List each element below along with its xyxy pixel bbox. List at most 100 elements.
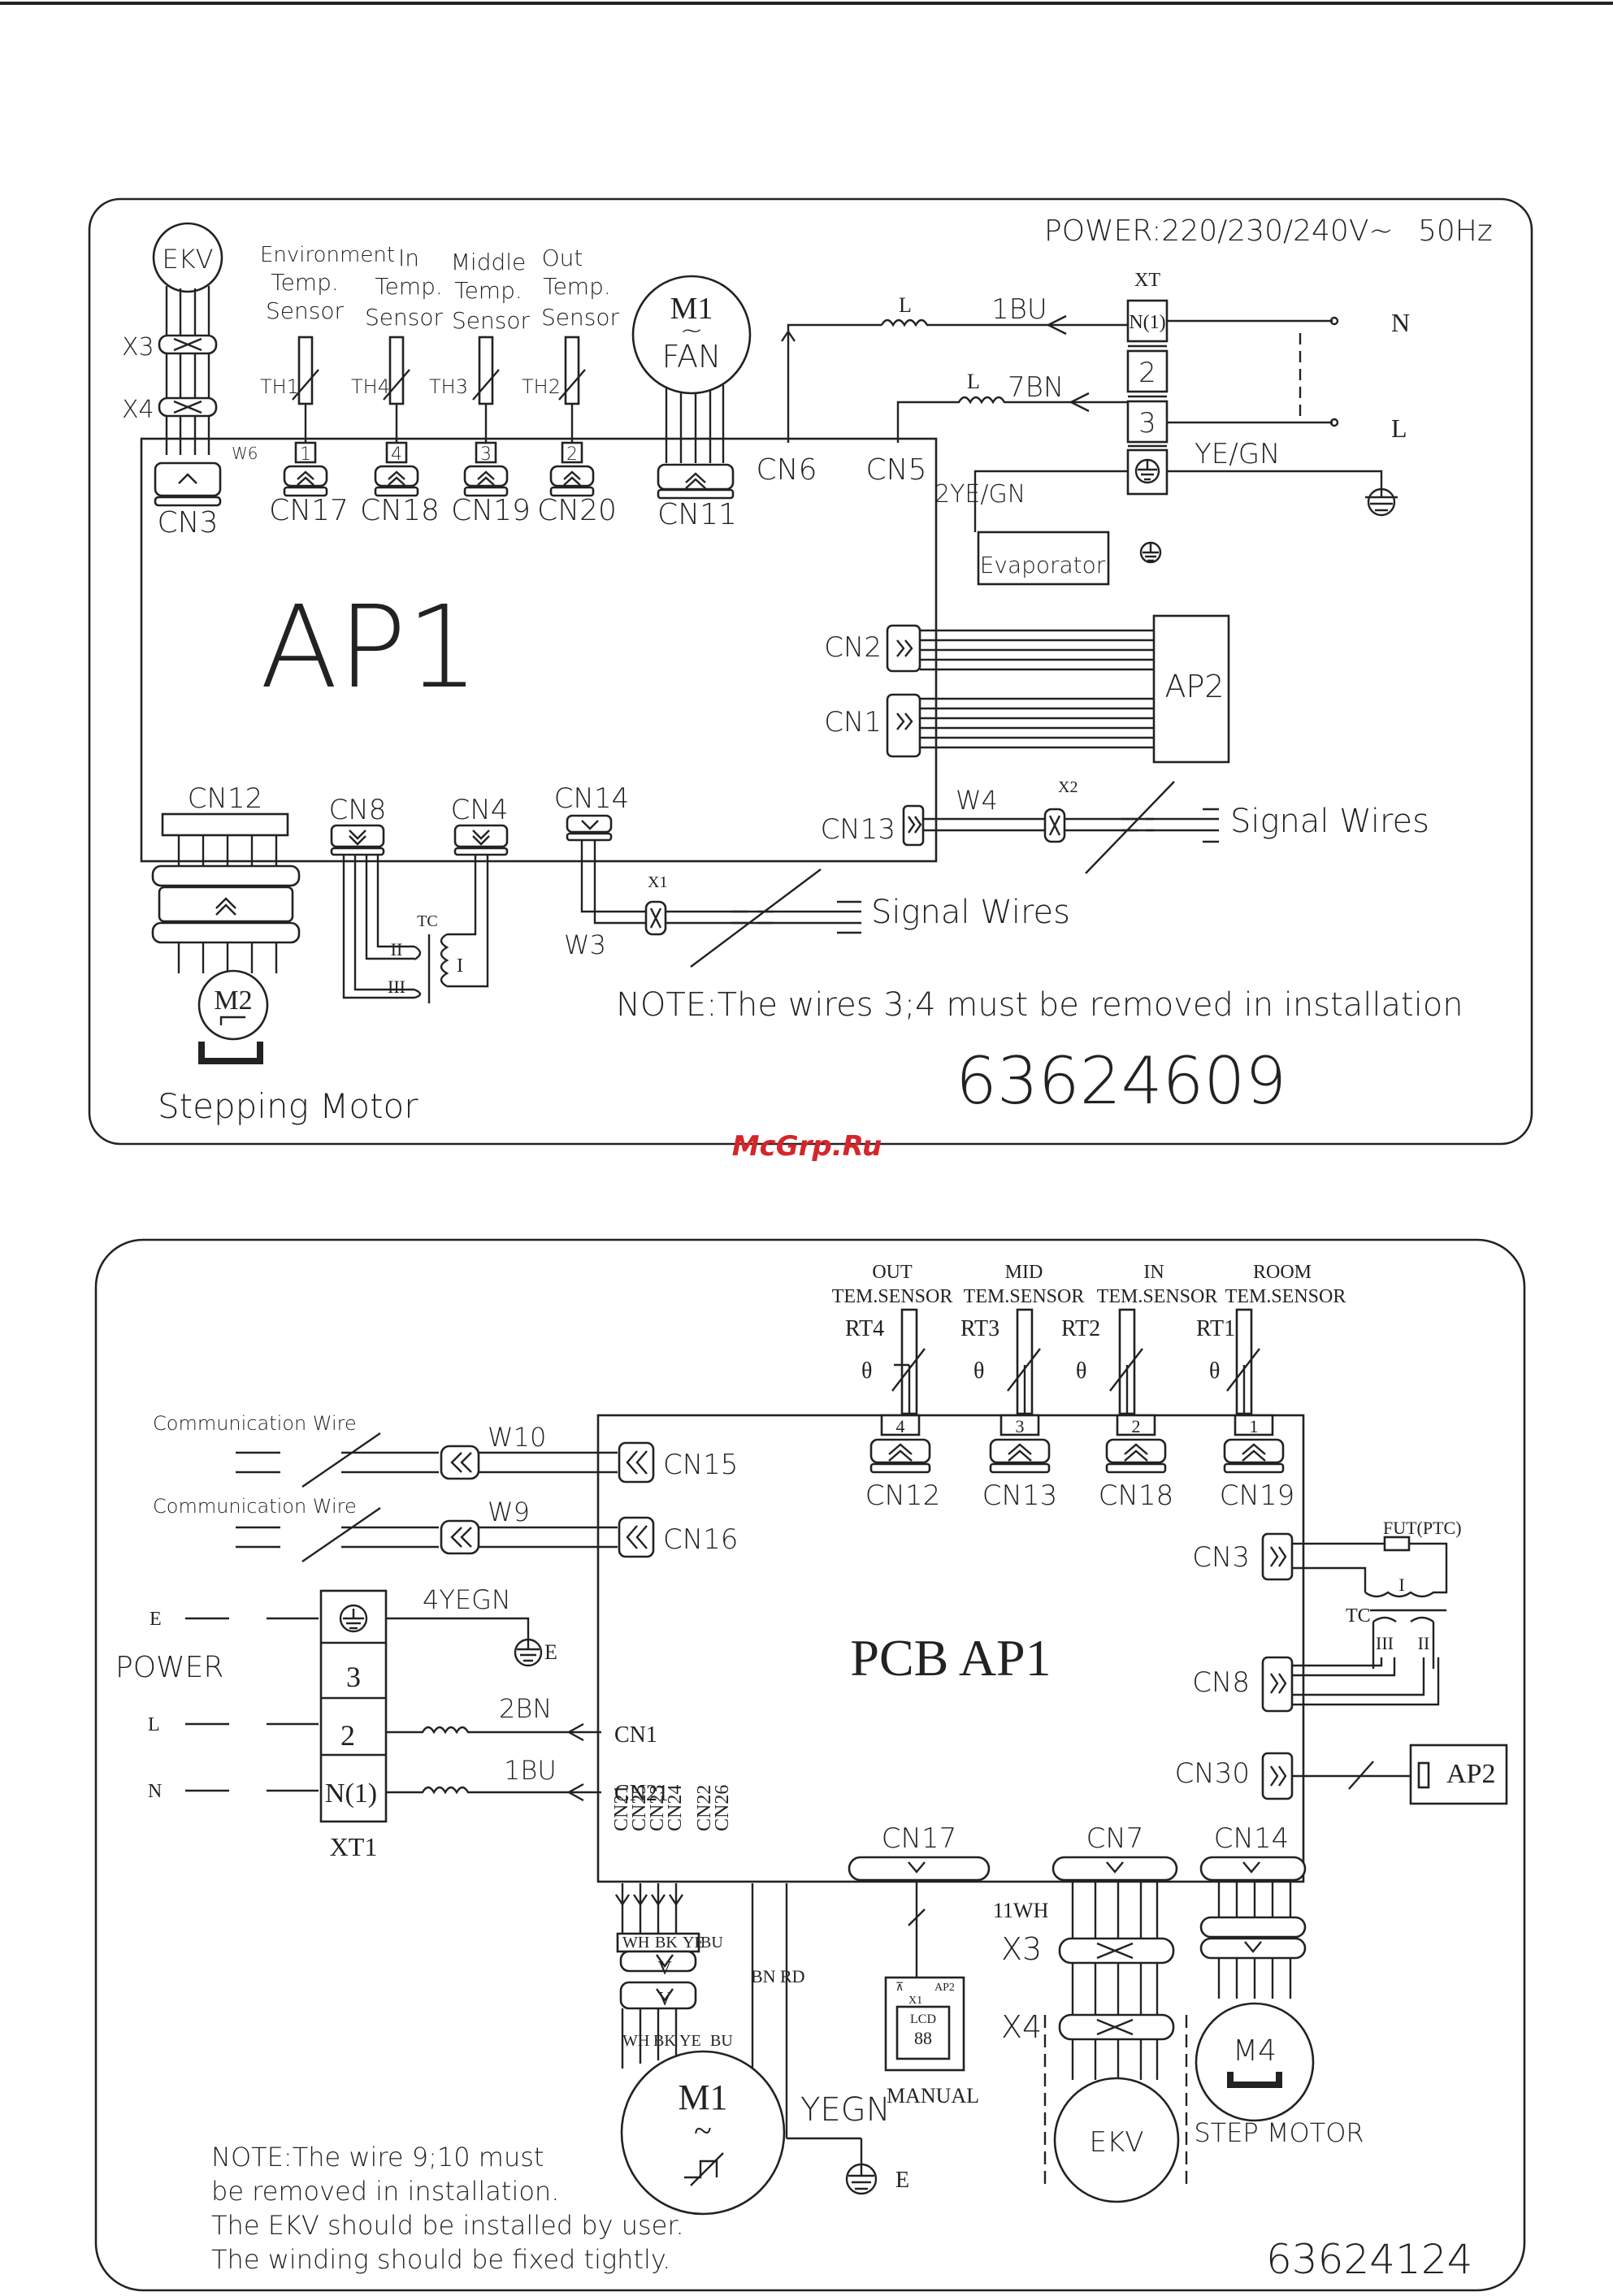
wire-2bn-label: 2BN <box>499 1693 552 1724</box>
wire-bot-bk: BK <box>653 2032 676 2050</box>
cn30-connector <box>1261 1752 1411 1800</box>
cn3-connector <box>154 461 222 507</box>
manual-display-symbol: ⊼ <box>895 1982 904 1994</box>
cn12-2-label: CN12 <box>865 1479 940 1512</box>
cn6-label: CN6 <box>757 453 817 487</box>
comm-wire-2 <box>236 1507 655 1562</box>
power-n-label: N <box>148 1781 162 1802</box>
cn17-connector <box>848 1856 991 1978</box>
comm-wire-1-label: Communication Wire <box>153 1412 357 1435</box>
wire-1bu <box>386 1786 601 1795</box>
watermark: McGrp.Ru <box>732 1130 882 1163</box>
fan-motor-m1: M1 ~ FAN <box>631 275 752 500</box>
step-motor-wiring <box>1199 1856 1307 1999</box>
step-motor-label: STEP MOTOR <box>1194 2117 1364 2148</box>
sensor-out-name: Out <box>542 245 583 271</box>
xt-terminal-n: N(1) <box>1129 312 1165 333</box>
sensor-environment: Environment Temp. Sensor TH1 1 CN17 <box>260 243 395 527</box>
ground-e-icon <box>514 1638 543 1667</box>
diagram-1: POWER:220/230/240V~ 50Hz AP1 EKV X3 X4 W… <box>88 197 1533 1146</box>
cn13-label: CN13 <box>821 813 895 846</box>
tc2-winding-iii: III <box>1376 1633 1394 1653</box>
mains-input-wiring <box>1167 316 1398 517</box>
cn14-connector <box>566 814 613 842</box>
sensor-out-sensor: Sensor <box>541 304 619 331</box>
sensor2-in-pin: 2 <box>1132 1416 1141 1436</box>
sensor2-mid-type: TEM.SENSOR <box>964 1286 1085 1307</box>
cn4-connector <box>453 824 509 856</box>
diagram-2-note-1: NOTE:The wire 9;10 must <box>211 2142 544 2173</box>
x4-connector <box>158 396 218 418</box>
sensor-in-temp: Temp. <box>375 273 443 300</box>
cn5-wire <box>896 401 918 443</box>
ap2-board <box>1152 614 1230 764</box>
x4-label: X4 <box>122 396 154 424</box>
cn1-label: CN1 <box>824 706 882 739</box>
sensor-in-name: In <box>398 245 419 271</box>
sensor-out-pin: 2 <box>566 444 578 465</box>
ptc-transformer <box>1292 1536 1448 1669</box>
rt1-label: RT1 <box>1196 1316 1235 1341</box>
fan-motor-wiring <box>615 1883 861 2140</box>
wire-bot-wh: WH <box>622 2032 649 2050</box>
power-label: POWER <box>115 1651 223 1684</box>
th2-label: TH2 <box>522 375 561 398</box>
thermistor-th1 <box>297 336 314 405</box>
inductor-l2-label: L <box>967 370 980 393</box>
cn21-2-label: CN21 <box>614 1781 669 1806</box>
ekv-coil <box>152 222 223 293</box>
sensor-middle-name: Middle <box>451 249 527 275</box>
ekv-wires <box>165 286 210 455</box>
sensor-middle-pin: 3 <box>480 444 492 465</box>
wire-top-bk: BK <box>655 1934 678 1952</box>
tc2-winding-ii: II <box>1418 1633 1430 1653</box>
diagram-1-code: 63624609 <box>956 1043 1286 1119</box>
ekv-label: EKV <box>162 244 213 275</box>
v-connector-bottom: V <box>657 1989 672 2010</box>
xt1-label: XT1 <box>330 1832 378 1861</box>
frequency-label: 50Hz <box>1418 214 1493 248</box>
inductor-l1 <box>880 318 1130 327</box>
transformer-tc <box>342 855 489 1003</box>
sensor2-room-name: ROOM <box>1253 1262 1312 1283</box>
xt-terminal-2: 2 <box>1138 357 1156 389</box>
cn16-label: CN16 <box>663 1523 738 1556</box>
w4-label: W4 <box>956 785 998 816</box>
x3-label: X3 <box>122 333 154 362</box>
rt1-theta-symbol: θ <box>1209 1358 1220 1384</box>
diagram-2: PCB AP1 OUT TEM.SENSOR RT4 θ 4 CN12 MID … <box>94 1238 1526 2292</box>
cn3-2-connector <box>1261 1532 1294 1581</box>
wire-2bn <box>386 1726 601 1735</box>
tc-label: TC <box>417 912 438 930</box>
x3-connector <box>158 334 218 355</box>
motor-connector-labels: CN21 CN25 CN23 CN24 CN22 CN26 <box>611 1785 733 1831</box>
thermistor-th2 <box>564 336 580 405</box>
power-e-label: E <box>150 1609 162 1630</box>
cn7-2-label: CN7 <box>1086 1822 1144 1855</box>
cn17-label: CN17 <box>269 494 349 527</box>
comm-wire-2-label: Communication Wire <box>153 1495 357 1518</box>
cn14-label: CN14 <box>554 782 629 815</box>
cn17-2-label: CN17 <box>882 1822 956 1855</box>
sensor2-in-type: TEM.SENSOR <box>1097 1286 1218 1307</box>
cn2-label: CN2 <box>824 631 882 664</box>
wire-4yegn-label: 4YEGN <box>423 1584 511 1615</box>
inductor-l2 <box>918 396 1130 405</box>
w6-label: W6 <box>232 444 258 463</box>
cn20-label: CN20 <box>537 494 617 527</box>
diagram-2-frame <box>94 1238 1526 2292</box>
fan-m1-label: M1 <box>670 292 713 326</box>
diagram-2-code: 63624124 <box>1266 2236 1473 2283</box>
rt4-label: RT4 <box>845 1316 884 1341</box>
sensor-in-pin: 4 <box>391 444 402 465</box>
pcb-label: PCB AP1 <box>850 1629 1051 1687</box>
th4-label: TH4 <box>351 375 390 398</box>
cn8-2-label: CN8 <box>1192 1666 1250 1699</box>
rt3-label: RT3 <box>960 1316 999 1341</box>
sensor2-room: ROOM TEM.SENSOR RT1 θ 1 CN19 <box>1196 1262 1346 1512</box>
yegn2-label: 2YE/GN <box>934 480 1025 509</box>
sensor-in: In Temp. Sensor TH4 4 CN18 <box>351 245 443 527</box>
cn30-label: CN30 <box>1175 1757 1250 1790</box>
cn8-connector <box>330 824 385 856</box>
